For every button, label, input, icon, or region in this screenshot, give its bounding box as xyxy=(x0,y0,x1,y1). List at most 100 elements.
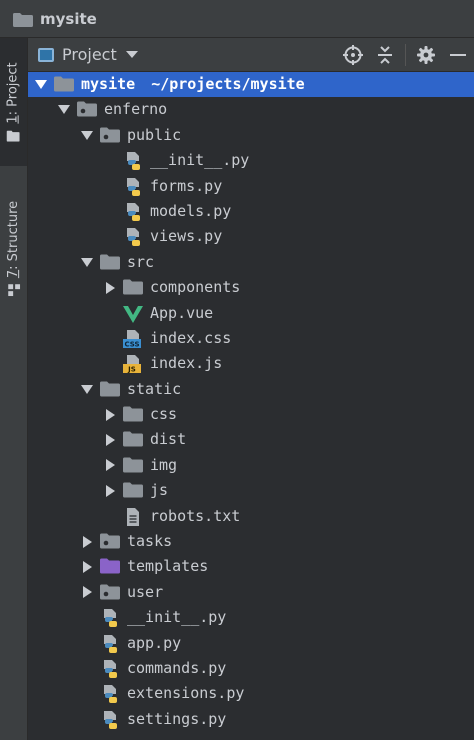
project-tree: mysite~/projects/mysite enferno public __in… xyxy=(28,72,474,732)
expand-arrow-down-icon[interactable] xyxy=(34,72,48,97)
tab-structure-label: Structure xyxy=(6,200,21,261)
expand-arrow-right-icon[interactable] xyxy=(103,275,117,300)
tree-row-label: src xyxy=(127,250,154,275)
tab-project[interactable]: 1: Project xyxy=(0,38,27,166)
python-file-icon xyxy=(123,152,143,171)
crosshair-icon xyxy=(343,45,363,65)
tree-row[interactable]: js xyxy=(28,478,474,503)
tree-row-label: static xyxy=(127,377,181,402)
tree-row-label: enferno xyxy=(104,97,167,122)
tree-row[interactable]: settings.py xyxy=(28,707,474,732)
expand-arrow-right-icon[interactable] xyxy=(80,580,94,605)
view-selector-label: Project xyxy=(62,45,117,64)
expand-arrow-down-icon[interactable] xyxy=(80,250,94,275)
js-file-icon: JS xyxy=(123,355,143,374)
python-file-icon xyxy=(100,634,120,653)
tree-item-name: js xyxy=(150,481,169,500)
tree-row-label: index.css xyxy=(150,326,231,351)
tree-item-name: index.js xyxy=(150,354,223,373)
svg-text:JS: JS xyxy=(127,366,136,374)
tree-item-name: enferno xyxy=(104,100,168,119)
tab-project-label: Project xyxy=(6,61,21,107)
expand-arrow-down-icon[interactable] xyxy=(80,123,94,148)
tree-item-name: models.py xyxy=(150,201,232,220)
tree-row-label: app.py xyxy=(127,631,181,656)
tree-row[interactable]: app.py xyxy=(28,631,474,656)
tree-item-name: mysite xyxy=(81,75,136,93)
tree-item-name: user xyxy=(127,582,164,601)
tree-row[interactable]: public xyxy=(28,123,474,148)
tree-row[interactable]: enferno xyxy=(28,97,474,122)
toolbar-divider xyxy=(405,44,406,66)
tree-row[interactable]: components xyxy=(28,275,474,300)
tree-row[interactable]: __init__.py xyxy=(28,148,474,173)
tree-row[interactable]: src xyxy=(28,250,474,275)
tree-row[interactable]: forms.py xyxy=(28,174,474,199)
project-panel: Project xyxy=(28,38,474,740)
python-file-icon xyxy=(123,228,143,247)
tree-item-name: app.py xyxy=(127,633,182,652)
tree-row[interactable]: css xyxy=(28,402,474,427)
tree-row-label: forms.py xyxy=(150,174,222,199)
expand-arrow-right-icon[interactable] xyxy=(103,402,117,427)
expand-arrow-right-icon[interactable] xyxy=(103,453,117,478)
tree-row[interactable]: img xyxy=(28,453,474,478)
window-title: mysite xyxy=(40,9,97,28)
tree-row[interactable]: models.py xyxy=(28,199,474,224)
tree-row-label: index.js xyxy=(150,351,222,376)
collapse-all-icon xyxy=(378,46,392,64)
tree-row[interactable]: CSS index.css xyxy=(28,326,474,351)
tree-row[interactable]: commands.py xyxy=(28,656,474,681)
expand-arrow-right-icon[interactable] xyxy=(103,478,117,503)
settings-button[interactable] xyxy=(410,38,442,72)
tree-row[interactable]: templates xyxy=(28,554,474,579)
tree-row-label: js xyxy=(150,478,168,503)
folder-icon xyxy=(123,279,143,297)
expand-arrow-down-icon[interactable] xyxy=(80,377,94,402)
tree-row[interactable]: extensions.py xyxy=(28,681,474,706)
locate-file-button[interactable] xyxy=(337,38,369,72)
tree-row-label: css xyxy=(150,402,177,427)
tree-row-label: templates xyxy=(127,554,208,579)
python-file-icon xyxy=(100,685,120,704)
tree-row[interactable]: __init__.py xyxy=(28,605,474,630)
tree-row-label: extensions.py xyxy=(127,681,244,706)
expand-arrow-down-icon[interactable] xyxy=(57,97,71,122)
tree-row[interactable]: JS index.js xyxy=(28,351,474,376)
tree-row[interactable]: App.vue xyxy=(28,301,474,326)
tree-row[interactable]: views.py xyxy=(28,224,474,249)
svg-text:CSS: CSS xyxy=(124,340,139,348)
tree-item-name: static xyxy=(127,379,182,398)
tab-structure[interactable]: 7: Structure xyxy=(0,173,27,323)
tree-row-label: user xyxy=(127,580,163,605)
tree-row-label: mysite~/projects/mysite xyxy=(81,72,305,97)
expand-arrow-right-icon[interactable] xyxy=(103,427,117,452)
tree-item-name: css xyxy=(150,405,178,424)
css-file-icon: CSS xyxy=(123,329,143,348)
tree-item-name: templates xyxy=(127,557,209,576)
python-file-icon xyxy=(100,659,120,678)
folder-icon xyxy=(7,130,20,142)
package-folder-icon xyxy=(100,127,120,145)
folder-icon xyxy=(123,431,143,449)
expand-arrow-right-icon[interactable] xyxy=(80,554,94,579)
templates-folder-icon xyxy=(100,558,120,576)
folder-icon xyxy=(123,457,143,475)
tree-item-name: __init__.py xyxy=(127,608,227,627)
hide-panel-button[interactable] xyxy=(442,38,474,72)
tree-item-name: __init__.py xyxy=(150,151,250,170)
tree-row[interactable]: dist xyxy=(28,427,474,452)
tree-row[interactable]: user xyxy=(28,580,474,605)
collapse-all-button[interactable] xyxy=(369,38,401,72)
tree-row[interactable]: static xyxy=(28,377,474,402)
tree-item-name: tasks xyxy=(127,532,173,551)
tree-item-name: public xyxy=(127,125,182,144)
python-file-icon xyxy=(123,202,143,221)
tree-row[interactable]: tasks xyxy=(28,529,474,554)
tree-row-label: public xyxy=(127,123,181,148)
tree-row[interactable]: robots.txt xyxy=(28,504,474,529)
expand-arrow-right-icon[interactable] xyxy=(80,529,94,554)
view-selector[interactable]: Project xyxy=(38,45,138,64)
chevron-down-icon xyxy=(125,51,138,58)
tree-row[interactable]: mysite~/projects/mysite xyxy=(28,72,474,98)
